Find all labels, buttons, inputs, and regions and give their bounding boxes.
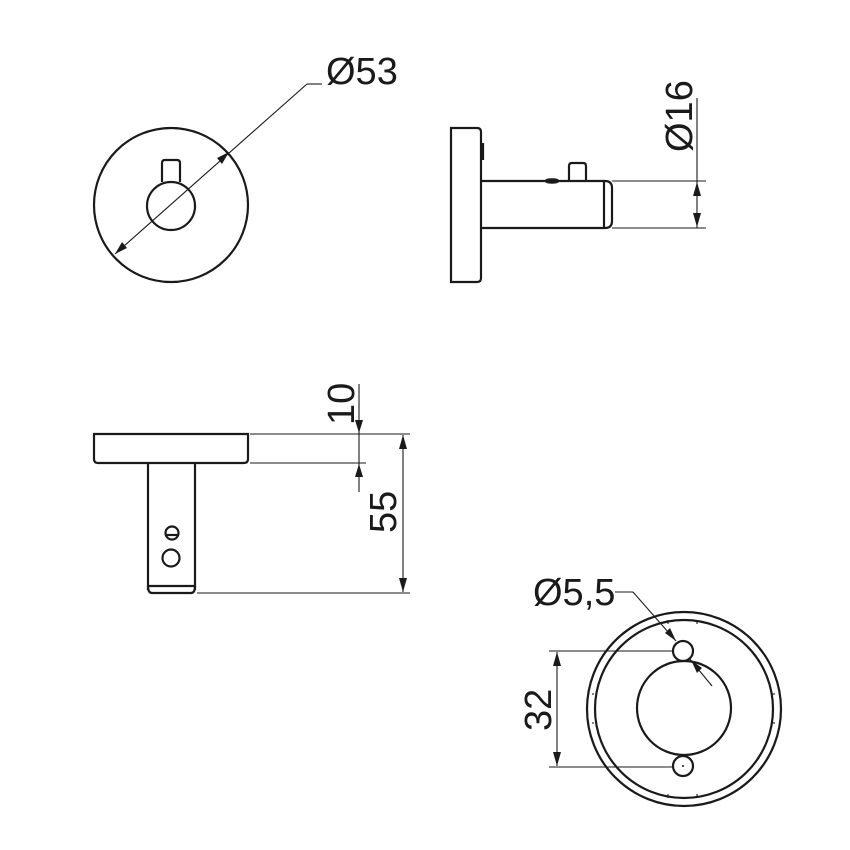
side-view: Ø16 — [449, 80, 706, 284]
dimension-label-16: Ø16 — [659, 80, 701, 152]
dimension-label-5-5: Ø5,5 — [533, 572, 615, 614]
arrowhead — [355, 464, 363, 477]
hook-tab-side — [567, 161, 588, 181]
hole-center-mark — [682, 765, 684, 767]
arrowhead — [399, 578, 407, 592]
mounting-plate-view: Ø5,5 32 — [518, 572, 783, 808]
dimension-label-10: 10 — [321, 383, 363, 425]
screw-hole-bottom — [671, 754, 695, 778]
rosette-side — [449, 126, 483, 284]
arrowhead — [217, 152, 229, 164]
front-view: Ø53 — [92, 51, 398, 284]
arrowhead — [355, 420, 363, 433]
arrowhead — [665, 628, 676, 641]
rosette-outer-circle — [585, 610, 783, 808]
rod-end-top — [146, 584, 197, 595]
arrowhead — [691, 660, 702, 673]
mounting-plate-circle — [593, 618, 775, 800]
arrowhead — [553, 752, 561, 766]
set-screw-mark — [544, 178, 560, 184]
center-opening — [635, 659, 733, 757]
hook-tab — [160, 158, 182, 182]
dimension-label-55: 55 — [363, 491, 405, 533]
arrowhead — [693, 213, 701, 227]
set-screw-hole — [164, 525, 180, 541]
diameter-53-leader — [114, 83, 308, 255]
screw-hole-top — [671, 639, 695, 663]
ring-tick-marks — [592, 620, 775, 798]
arrowhead — [553, 652, 561, 666]
rod-end-cap — [604, 179, 614, 230]
rosette-outline — [92, 126, 250, 284]
dimension-label-53: Ø53 — [326, 51, 398, 93]
dimension-label-32: 32 — [518, 689, 560, 731]
rosette-top — [92, 432, 250, 465]
top-view: 10 55 — [92, 383, 410, 595]
arrowhead — [115, 242, 127, 254]
hook-pin-circle — [161, 548, 181, 568]
arrowhead — [399, 435, 407, 449]
hook-rod-circle — [145, 180, 197, 232]
arrowhead — [693, 182, 701, 196]
